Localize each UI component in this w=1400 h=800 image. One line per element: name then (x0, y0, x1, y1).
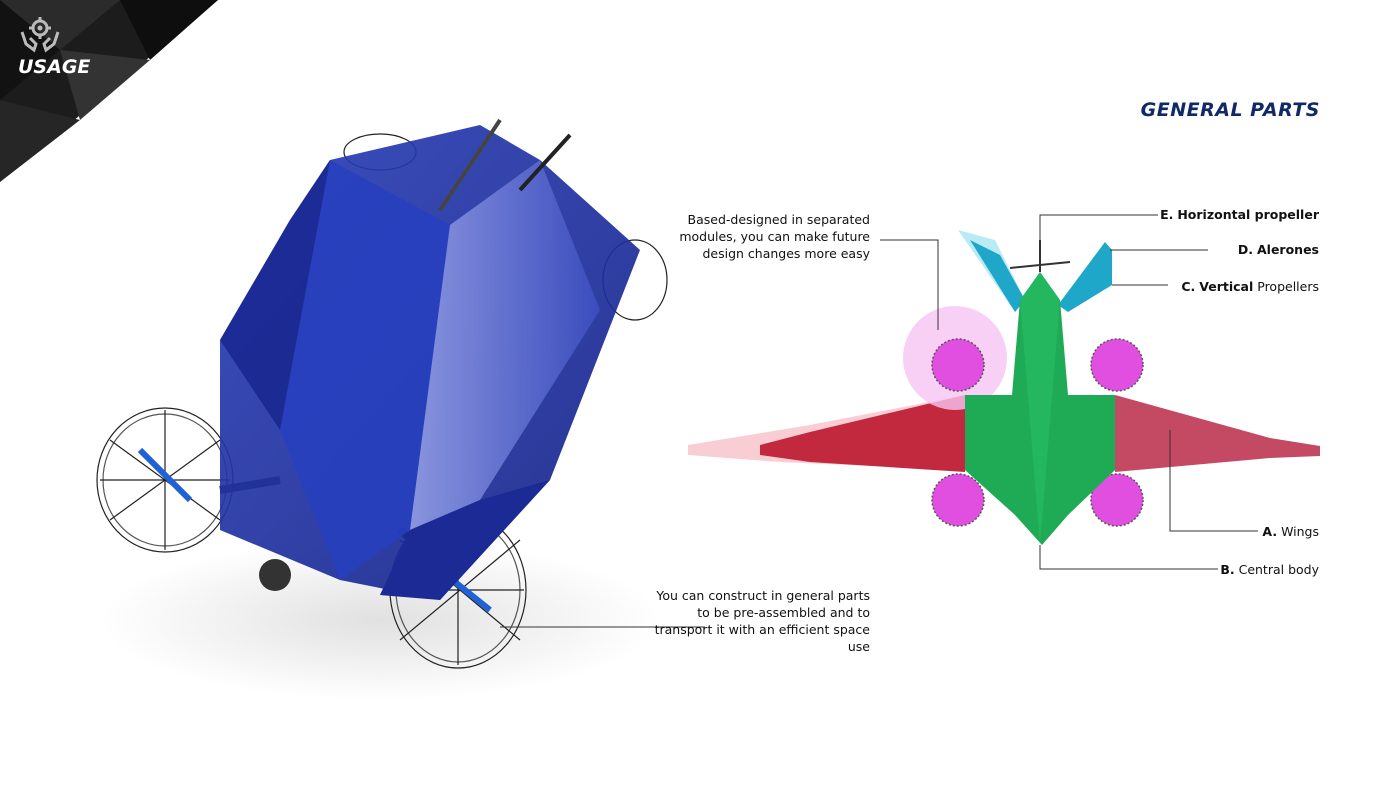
construct-note: You can construct in general parts to be… (650, 587, 870, 655)
wing-right (1115, 395, 1320, 472)
label-alerones: D. Alerones (1238, 242, 1319, 257)
label-horizontal-propeller: E. Horizontal propeller (1160, 207, 1319, 222)
slide: USAGE GENERAL PARTS (0, 0, 1400, 765)
label-central-body: B. Central body (1220, 562, 1319, 577)
aleron-right (1058, 242, 1112, 312)
label-wings: A. Wings (1262, 524, 1319, 539)
label-vertical-propellers: C. Vertical Propellers (1181, 279, 1319, 294)
modules-note: Based-designed in separated modules, you… (650, 211, 870, 262)
